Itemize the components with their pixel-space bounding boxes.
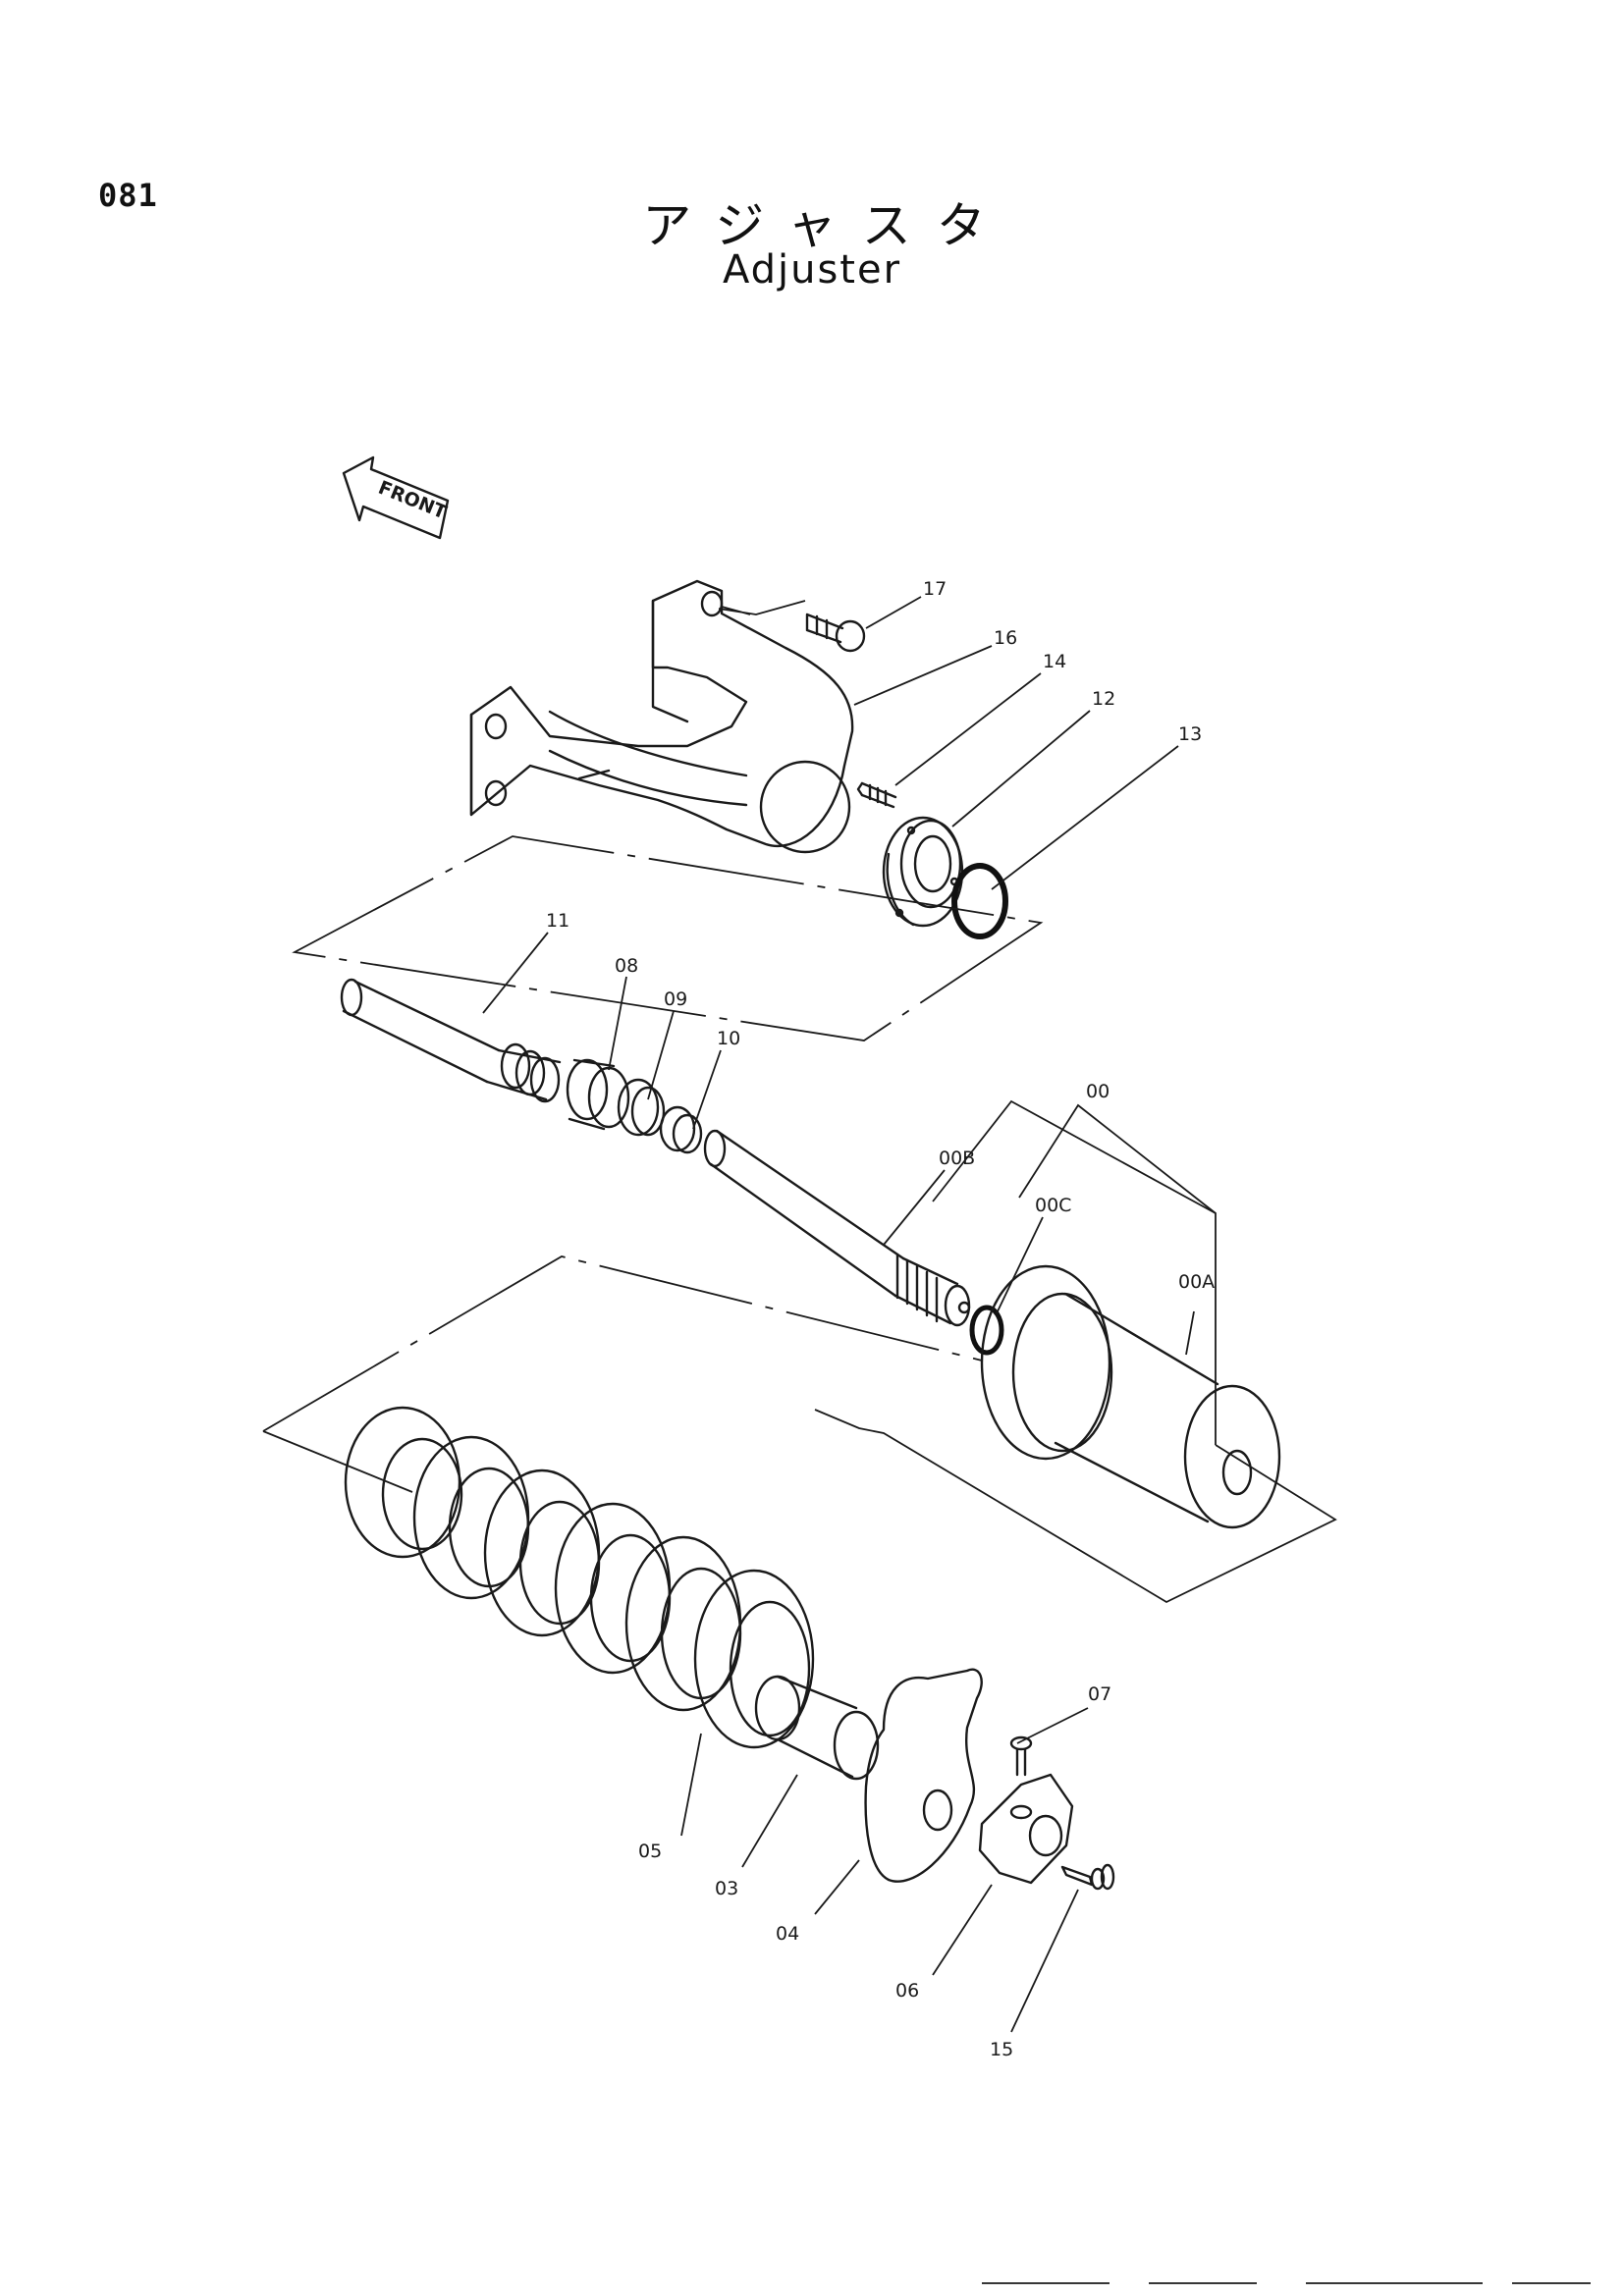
label-part-15: 15 [990, 2039, 1013, 2060]
nut-part-06 [978, 1773, 1074, 1885]
label-part-08: 08 [615, 955, 638, 977]
page-number: 081 [98, 177, 158, 214]
rod-part-11 [340, 978, 562, 1103]
label-part-10: 10 [717, 1028, 740, 1049]
label-part-00: 00 [1086, 1081, 1110, 1102]
middle-assembly-outline [262, 1099, 1337, 1604]
label-part-06: 06 [895, 1980, 919, 2002]
label-part-13: 13 [1178, 723, 1202, 745]
cylinder-part-00A [980, 1264, 1281, 1529]
label-part-00A: 00A [1178, 1271, 1215, 1293]
spacer-part-03 [754, 1675, 880, 1781]
bolt-part-14 [856, 781, 897, 809]
label-part-16: 16 [994, 627, 1017, 649]
bolt-part-07 [1009, 1735, 1033, 1777]
ring-part-09 [617, 1078, 666, 1137]
bolt-part-17 [805, 613, 866, 653]
label-part-12: 12 [1092, 688, 1115, 710]
upper-assembly-outline [292, 835, 1044, 1041]
title-japanese: アジャスタ [642, 197, 1011, 254]
label-part-09: 09 [664, 988, 687, 1010]
label-part-00C: 00C [1035, 1195, 1071, 1216]
label-part-00B: 00B [939, 1148, 975, 1169]
label-part-03: 03 [715, 1878, 738, 1899]
bracket-part-16 [469, 579, 854, 854]
flange-part-12 [882, 816, 964, 928]
oring-part-13 [951, 863, 1008, 939]
leader-lines [482, 596, 1217, 2033]
oring-part-00C [969, 1305, 1004, 1356]
front-arrow-icon: FRONT [342, 455, 450, 540]
label-part-11: 11 [546, 910, 569, 932]
grease-fitting-part-15 [1060, 1863, 1115, 1891]
ring-part-10 [659, 1105, 703, 1154]
spring-part-05 [344, 1406, 815, 1749]
label-part-17: 17 [923, 578, 947, 600]
label-part-05: 05 [638, 1841, 662, 1862]
label-part-07: 07 [1088, 1683, 1111, 1705]
title-english: Adjuster [722, 247, 902, 293]
part-labels: 17 16 14 12 13 11 08 09 10 00 00B 00C 00… [546, 578, 1215, 2060]
plate-part-04 [864, 1668, 983, 1883]
label-part-14: 14 [1043, 651, 1066, 672]
label-part-04: 04 [776, 1923, 799, 1945]
piston-rod-part-00B [703, 1129, 971, 1327]
